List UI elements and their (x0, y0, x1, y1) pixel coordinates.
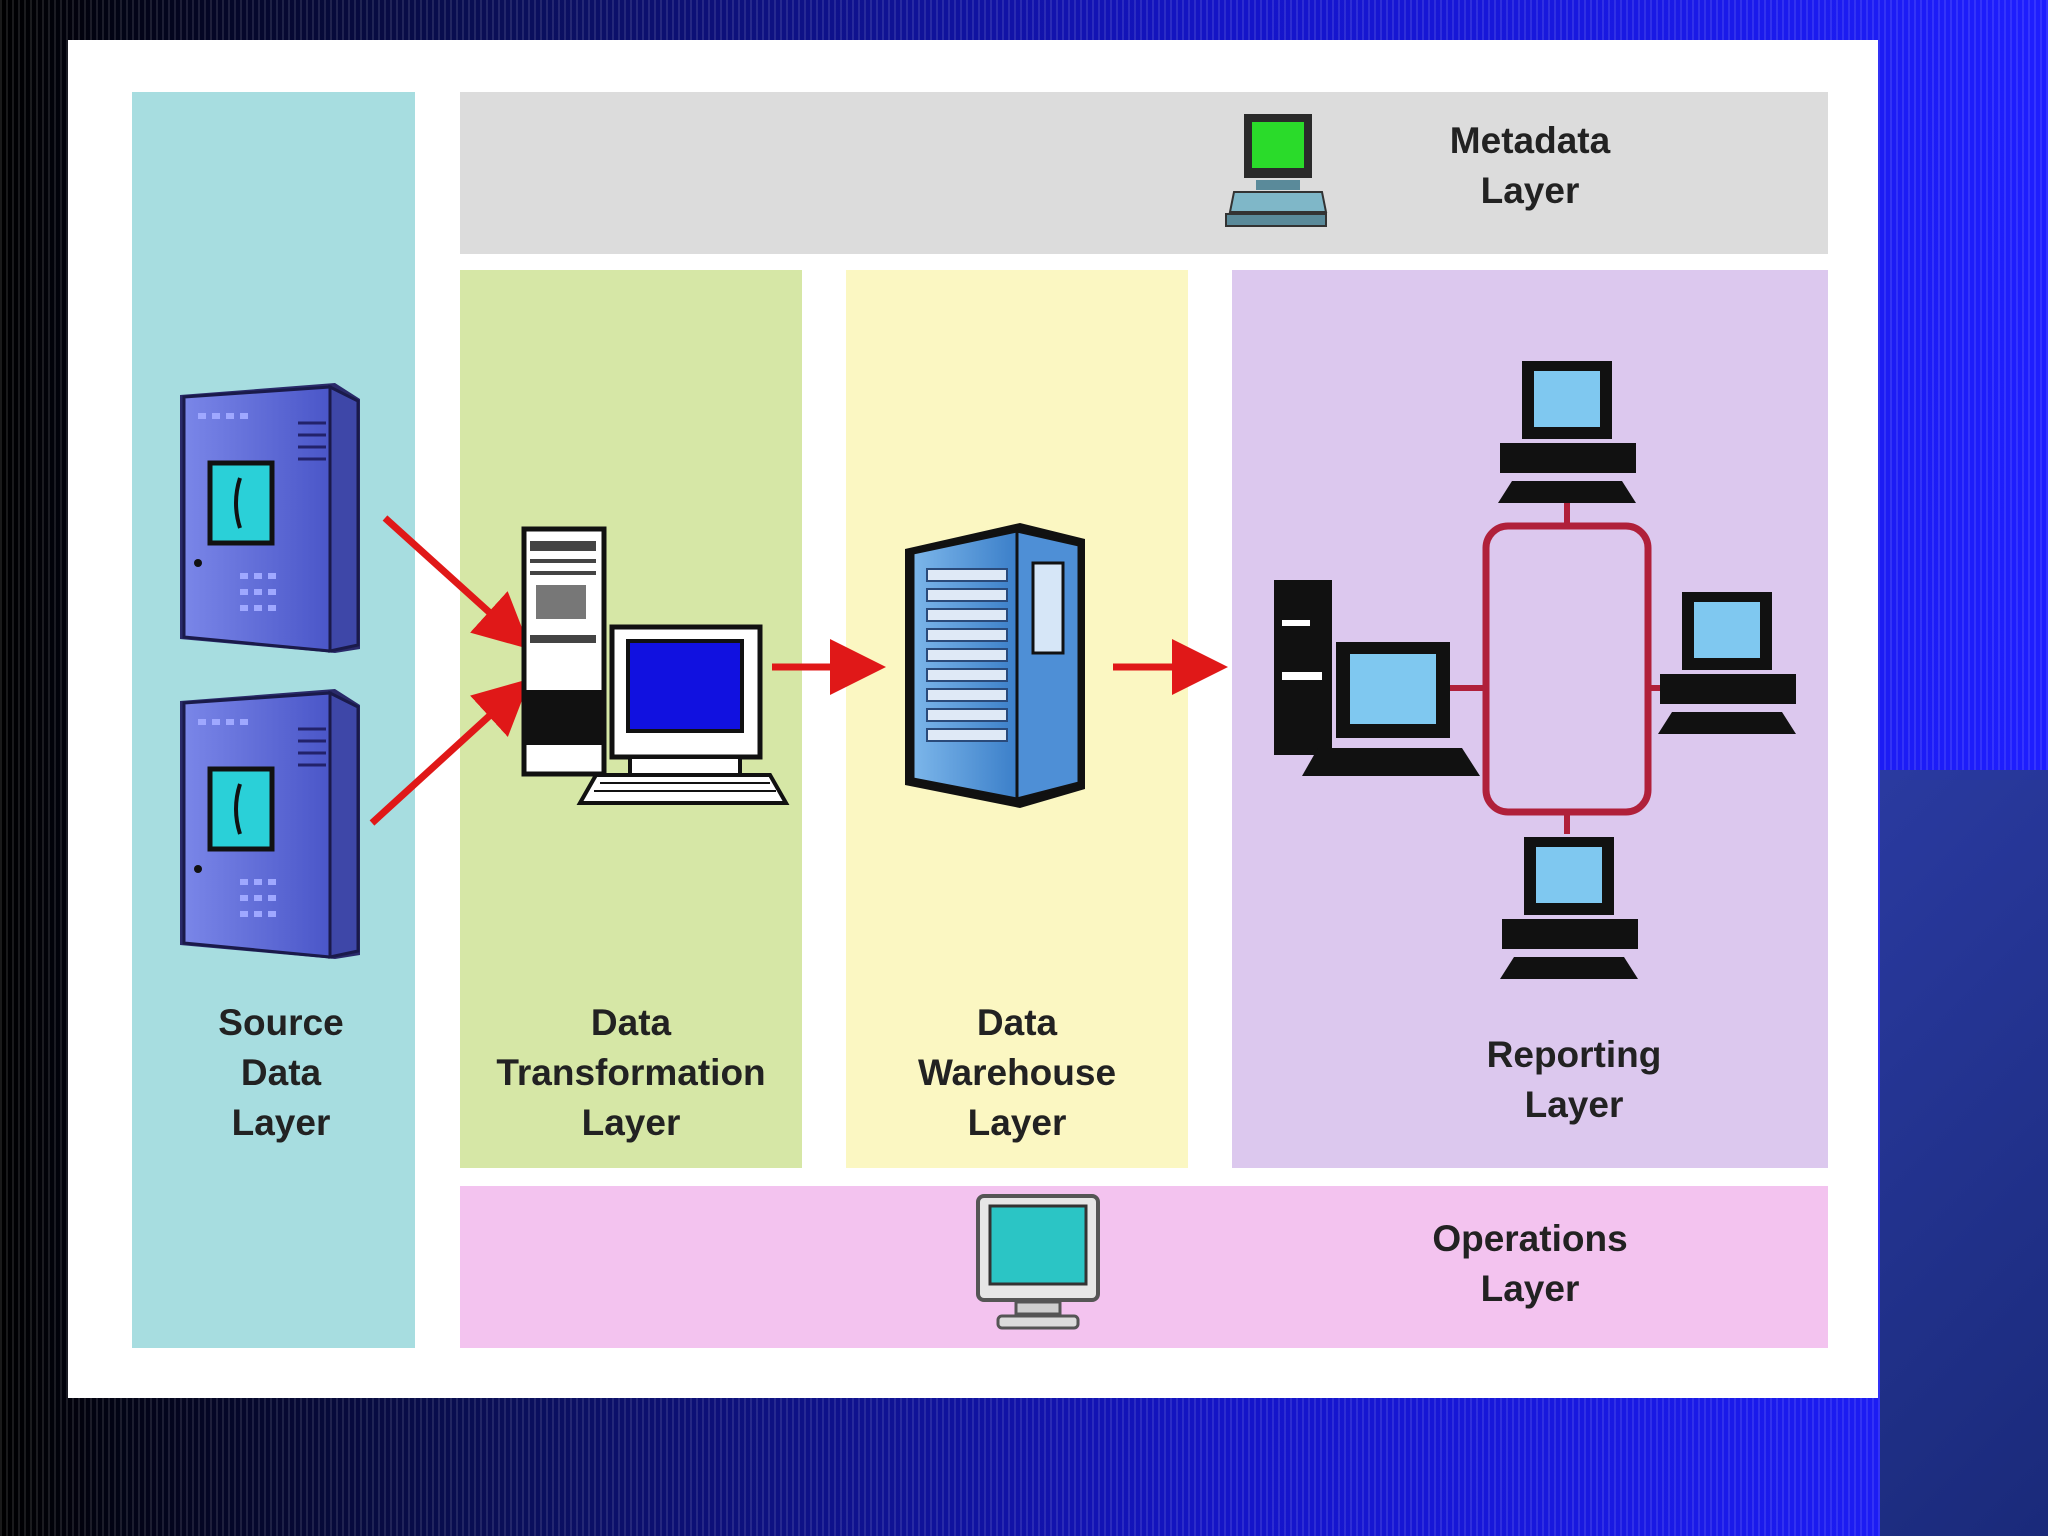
reporting-layer-label: Reporting Layer (1414, 1030, 1734, 1130)
data-transformation-layer-label: Data Transformation Layer (460, 998, 802, 1148)
label-line: Layer (1480, 170, 1580, 211)
flow-arrow (382, 515, 531, 650)
label-line: Metadata (1449, 120, 1611, 161)
label-line: Layer (1524, 1084, 1624, 1125)
operations-monitor-icon (976, 1194, 1100, 1330)
server-icon (180, 383, 360, 653)
data-warehouse-layer-label: Data Warehouse Layer (846, 998, 1188, 1148)
background-corner-shape (1880, 770, 2048, 1536)
label-line: Data (240, 1052, 322, 1093)
metadata-layer-label: Metadata Layer (1380, 116, 1680, 216)
label-line: Reporting (1486, 1034, 1662, 1075)
label-line: Layer (581, 1102, 681, 1143)
client-computer-icon (1274, 580, 1480, 776)
metadata-layer-band (460, 92, 1828, 254)
label-line: Source (218, 1002, 344, 1043)
label-line: Layer (1480, 1268, 1580, 1309)
label-line: Data (590, 1002, 672, 1043)
workstation-icon (521, 526, 790, 805)
source-data-layer-label: Source Data Layer (150, 998, 412, 1148)
network-ring (1482, 522, 1652, 816)
label-line: Layer (967, 1102, 1067, 1143)
server-icon (180, 689, 360, 959)
operations-layer-band (460, 1186, 1828, 1348)
operations-layer-label: Operations Layer (1380, 1214, 1680, 1314)
flow-arrow (369, 678, 531, 826)
label-line: Data (976, 1002, 1058, 1043)
label-line: Transformation (496, 1052, 766, 1093)
client-computer-icon (1500, 837, 1638, 979)
label-line: Operations (1432, 1218, 1628, 1259)
client-computer-icon (1658, 592, 1796, 734)
data-warehouse-server-icon (905, 523, 1085, 808)
metadata-computer-icon (1225, 114, 1328, 227)
label-line: Layer (231, 1102, 331, 1143)
client-computer-icon (1498, 361, 1636, 503)
label-line: Warehouse (917, 1052, 1117, 1093)
